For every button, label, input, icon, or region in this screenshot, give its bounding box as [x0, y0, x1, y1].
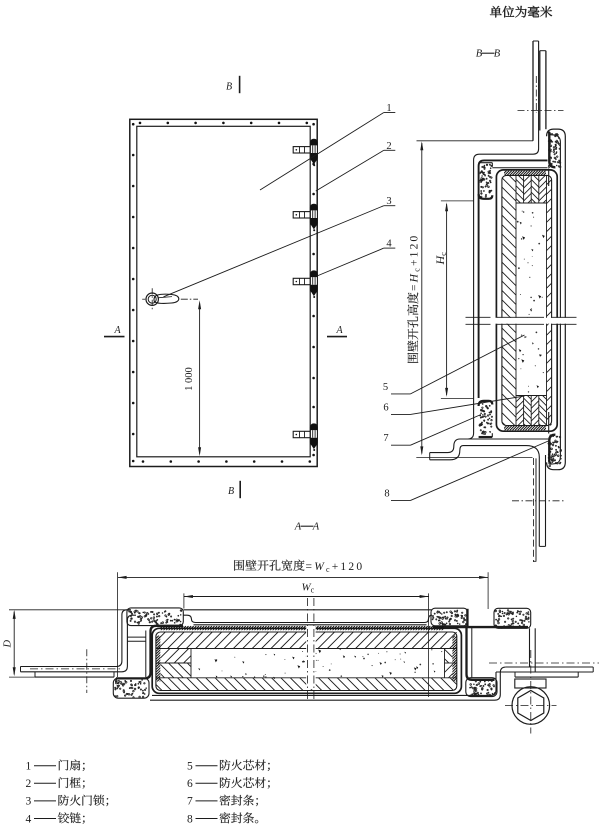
svg-text:8: 8 [187, 813, 193, 825]
svg-text:=Wc+120: =Wc+120 [306, 561, 365, 574]
svg-text:A: A [294, 522, 302, 533]
svg-text:8: 8 [384, 488, 389, 499]
svg-text:4: 4 [386, 239, 392, 250]
svg-text:2: 2 [26, 778, 32, 790]
svg-text:B: B [476, 49, 483, 60]
svg-text:4: 4 [26, 813, 32, 825]
svg-text:6: 6 [187, 778, 193, 790]
svg-text:7: 7 [383, 433, 388, 444]
svg-text:=Hc+120: =Hc+120 [408, 233, 421, 291]
svg-text:1: 1 [386, 103, 391, 114]
svg-text:A: A [114, 325, 122, 336]
svg-text:5: 5 [187, 761, 193, 773]
svg-text:Wc: Wc [302, 582, 315, 595]
svg-text:3: 3 [26, 796, 32, 808]
svg-text:2: 2 [386, 141, 391, 152]
svg-text:7: 7 [187, 796, 193, 808]
svg-text:6: 6 [383, 403, 388, 414]
svg-text:B: B [226, 82, 232, 93]
svg-text:D: D [3, 640, 14, 649]
svg-text:3: 3 [386, 196, 391, 207]
svg-text:B: B [494, 49, 501, 60]
svg-text:A: A [336, 325, 344, 336]
svg-text:5: 5 [383, 382, 388, 393]
svg-text:1: 1 [26, 761, 32, 773]
svg-text:B: B [228, 486, 234, 497]
svg-text:1 000: 1 000 [184, 367, 195, 391]
svg-text:A: A [312, 522, 320, 533]
